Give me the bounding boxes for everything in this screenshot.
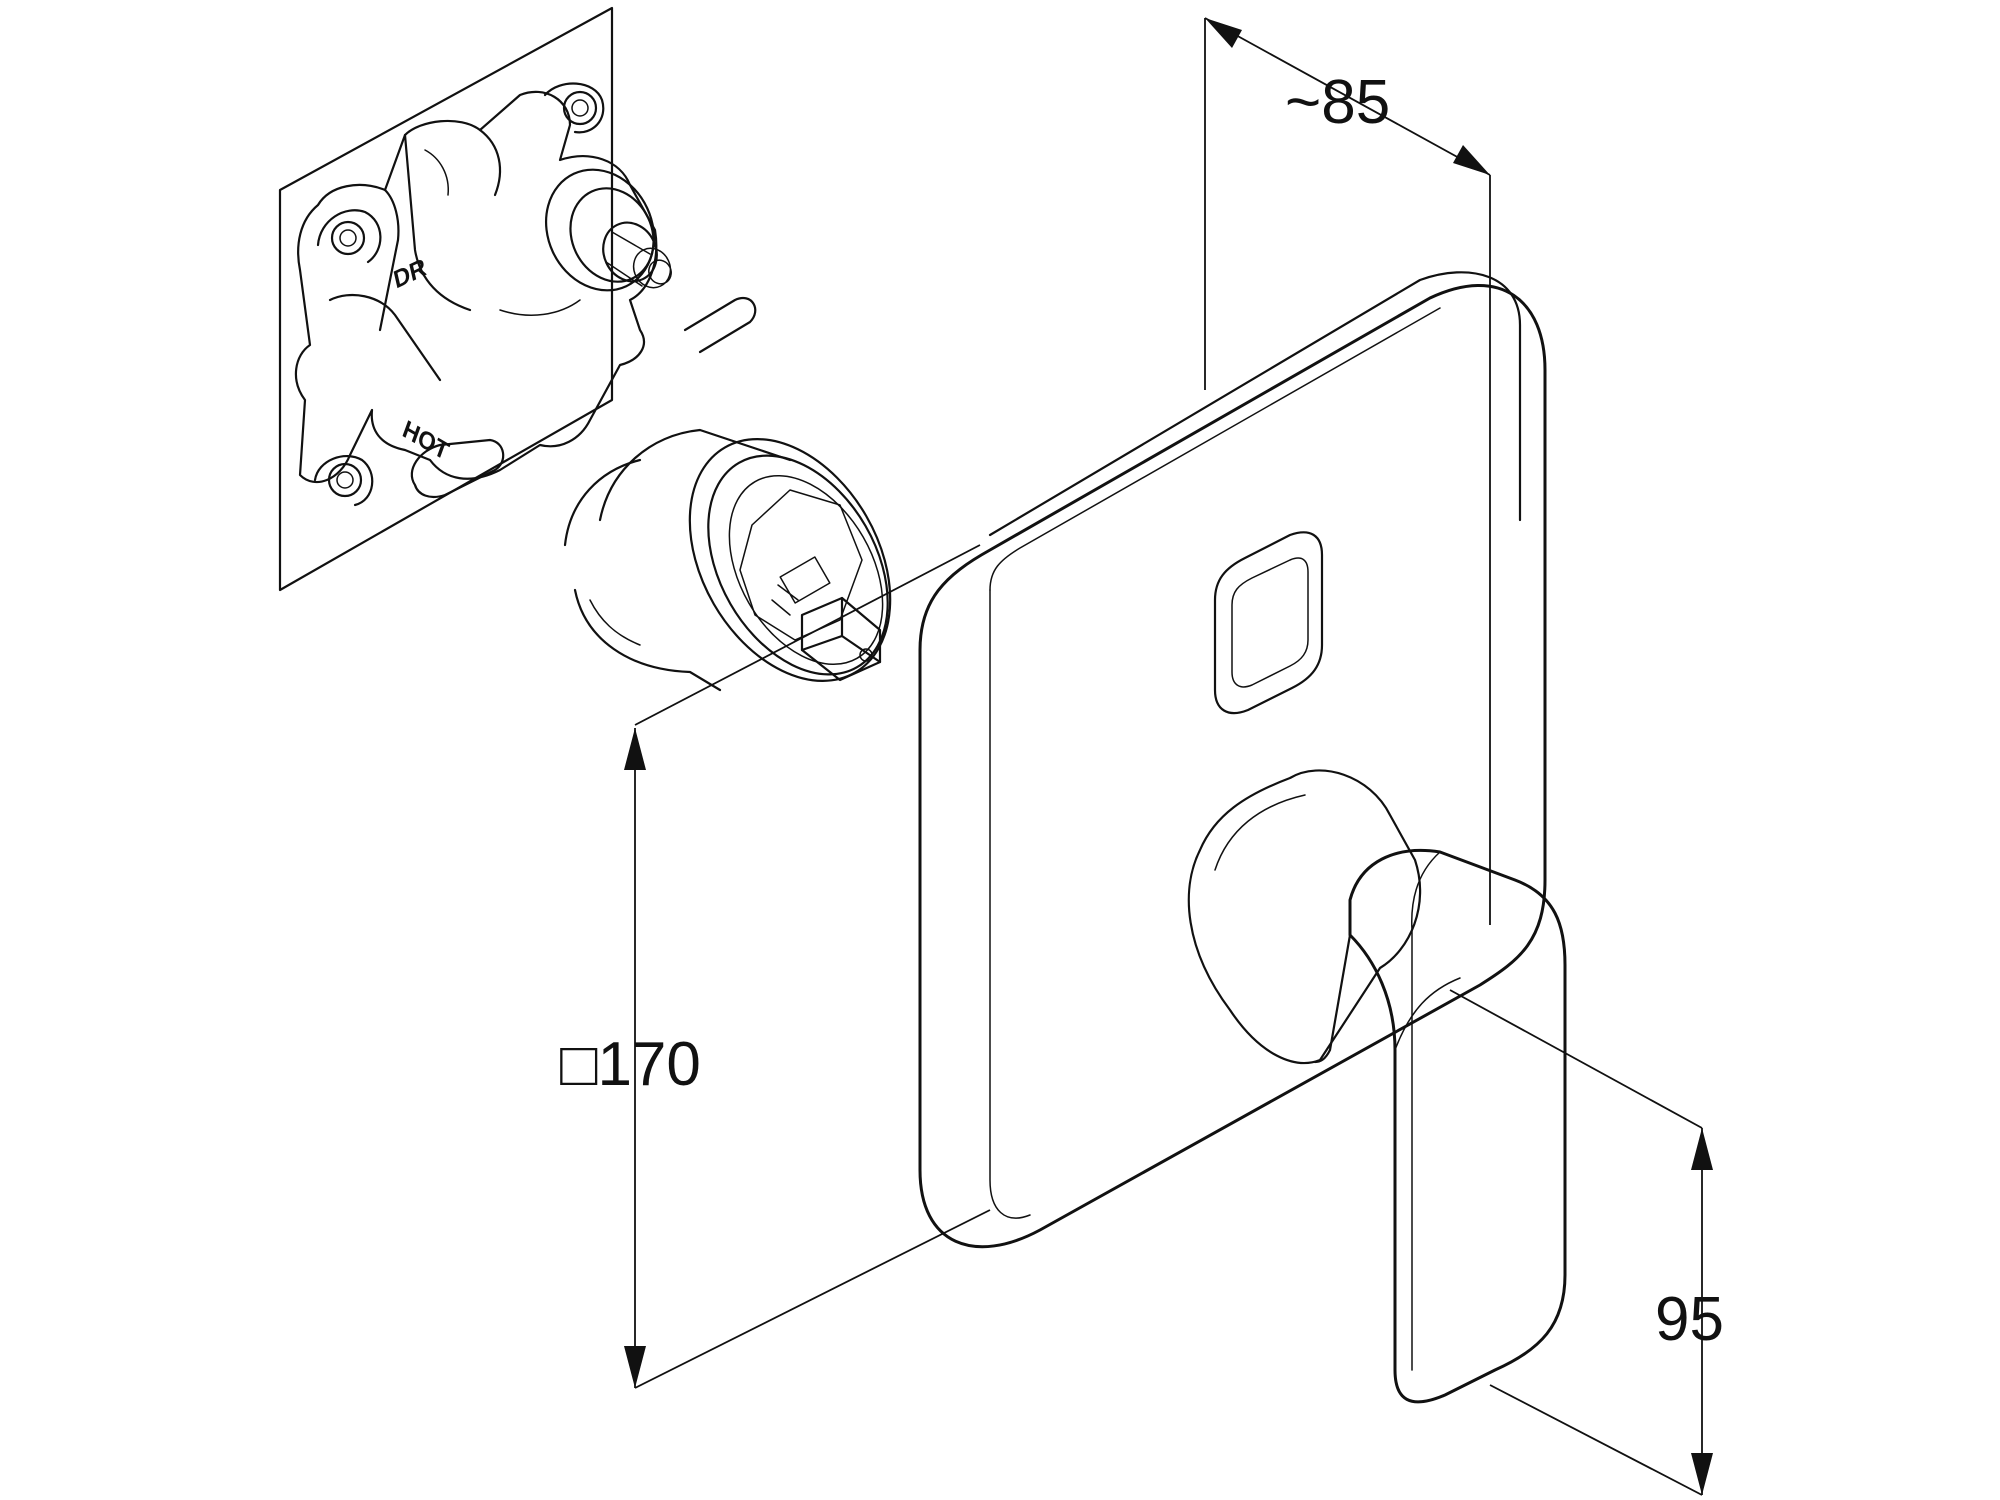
diverter-button[interactable] — [1213, 531, 1324, 715]
lever-arrow-bottom — [1691, 1453, 1713, 1495]
cover-plate-dimension-label: □170 — [560, 1030, 701, 1099]
mounting-ear-top-right — [543, 82, 605, 134]
square-spindle — [800, 596, 882, 682]
plate-arrow-top — [624, 728, 646, 770]
lever-height-dimension-label: 95 — [1655, 1285, 1724, 1354]
lever-boss — [1187, 769, 1422, 1065]
valve-casting — [294, 90, 658, 484]
cartridge-housing — [563, 428, 892, 692]
outlet-marking: DR — [391, 253, 429, 294]
plate-arrow-bottom — [624, 1346, 646, 1388]
dimension-depth: ~85 — [1204, 17, 1491, 925]
cover-plate-edge — [988, 271, 1522, 537]
cover-plate-rim — [989, 307, 1441, 591]
mounting-ear-top-left — [316, 209, 382, 264]
concealed-valve-body: DR HOT — [278, 6, 892, 692]
cover-plate-face — [918, 283, 1547, 1249]
dimension-lever-height: 95 — [1449, 989, 1724, 1496]
mounting-ear-bottom-left — [313, 455, 374, 507]
lever-arrow-top — [1691, 1128, 1713, 1170]
side-lug-right — [683, 297, 757, 354]
outlet-fitting — [544, 168, 672, 292]
depth-arrow-start — [1205, 18, 1242, 48]
cover-plate-assembly — [918, 271, 1567, 1404]
lever-handle[interactable] — [1313, 848, 1567, 1404]
depth-arrow-end — [1453, 145, 1490, 175]
mounting-plate — [278, 6, 614, 592]
depth-dimension-label: ~85 — [1285, 68, 1390, 137]
dimension-cover-plate: □170 — [560, 544, 991, 1389]
side-lug-left — [410, 438, 505, 499]
